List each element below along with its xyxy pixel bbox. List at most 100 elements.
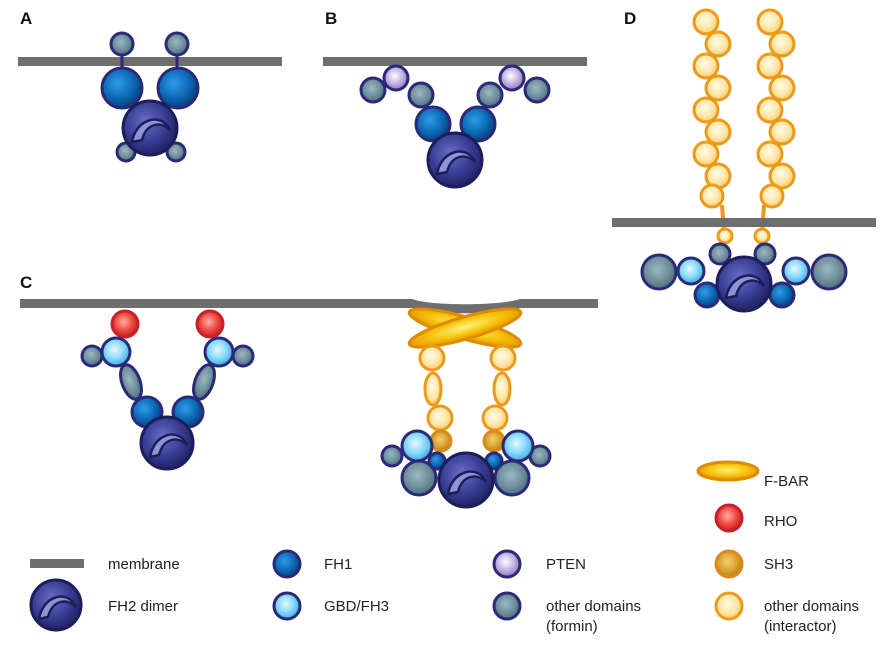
legend: F-BAR RHO membrane FH1 PTEN SH3 [29, 460, 859, 635]
panel-label-c: C [20, 273, 32, 292]
legend-label-fbar: F-BAR [764, 473, 809, 490]
gbd-fh3-domain [203, 336, 235, 368]
other-domain-interactor [492, 371, 512, 407]
fh2-dimer [715, 255, 773, 313]
interactor-chain-left [692, 8, 732, 209]
legend-label-other-interactor-line1: other domains [764, 598, 859, 615]
legend-label-other-formin-line2: (formin) [546, 618, 598, 635]
sh3-domain [482, 429, 506, 453]
legend-item-membrane: membrane [30, 556, 180, 573]
other-domain-formin [640, 253, 678, 291]
legend-item-fbar: F-BAR [696, 460, 809, 490]
other-domain-formin [165, 141, 187, 163]
fh1-domain [156, 66, 200, 110]
other-domain-formin [80, 344, 104, 368]
other-domain-formin [109, 31, 135, 57]
interactor-chain-right [756, 8, 796, 209]
legend-label-membrane: membrane [108, 556, 180, 573]
membrane-bar [18, 57, 282, 66]
pten-swatch [492, 549, 522, 579]
fh1-domain [100, 66, 144, 110]
gbd-fh3-swatch [272, 591, 302, 621]
legend-item-other-interactor: other domains (interactor) [714, 591, 859, 635]
other-domain-interactor [423, 371, 443, 407]
fh2-dimer [426, 131, 484, 189]
other-domain-formin [164, 31, 190, 57]
legend-item-sh3: SH3 [714, 549, 793, 579]
other-domain-formin [810, 253, 848, 291]
legend-label-pten: PTEN [546, 556, 586, 573]
membrane-bar [20, 299, 598, 314]
formin-left [80, 309, 255, 471]
legend-item-fh1: FH1 [272, 549, 352, 579]
gbd-fh3-domain [400, 429, 434, 463]
legend-item-pten: PTEN [492, 549, 586, 579]
legend-label-other-formin-line1: other domains [546, 598, 641, 615]
legend-item-rho: RHO [714, 503, 797, 533]
panel-b: B [323, 9, 587, 189]
rho-domain [110, 309, 140, 339]
other-domain-interactor [418, 344, 446, 372]
rho-domain [195, 309, 225, 339]
other-interactor-swatch [714, 591, 744, 621]
other-domain-interactor [489, 344, 517, 372]
other-domain-formin [231, 344, 255, 368]
other-domain-formin [359, 76, 387, 104]
other-domain-formin [753, 242, 777, 266]
panel-a: A [18, 9, 282, 163]
panel-label-b: B [325, 9, 337, 28]
sh3-swatch [714, 549, 744, 579]
other-domain-formin [380, 444, 404, 468]
other-domain-formin [476, 81, 504, 109]
other-domain-interactor [716, 227, 734, 245]
fbar-domain [407, 307, 523, 349]
other-domain-formin [523, 76, 551, 104]
other-domain-formin [192, 363, 216, 401]
other-domain-formin [400, 459, 438, 497]
legend-label-rho: RHO [764, 513, 797, 530]
legend-item-gbd-fh3: GBD/FH3 [272, 591, 389, 621]
membrane-bar [323, 57, 587, 66]
fh1-domain [414, 105, 452, 143]
legend-label-fh1: FH1 [324, 556, 352, 573]
fh1-domain [768, 281, 796, 309]
membrane-bar [612, 218, 876, 227]
rho-swatch [714, 503, 744, 533]
formin-right-with-fbar [380, 307, 552, 509]
legend-label-fh2-dimer: FH2 dimer [108, 598, 178, 615]
fh2-dimer-swatch [29, 578, 83, 632]
fh1-swatch [272, 549, 302, 579]
fh1-domain [693, 281, 721, 309]
fh2-dimer [139, 415, 195, 471]
panel-label-d: D [624, 9, 636, 28]
legend-item-fh2-dimer: FH2 dimer [29, 578, 178, 632]
membrane-swatch [30, 559, 84, 568]
panel-label-a: A [20, 9, 32, 28]
gbd-fh3-domain [676, 256, 706, 286]
legend-label-other-interactor-line2: (interactor) [764, 618, 837, 635]
gbd-fh3-domain [781, 256, 811, 286]
legend-item-other-formin: other domains (formin) [492, 591, 641, 635]
pten-domain [382, 64, 410, 92]
panel-d: D [612, 8, 876, 313]
legend-label-sh3: SH3 [764, 556, 793, 573]
fh2-dimer [437, 451, 495, 509]
other-domain-formin [708, 242, 732, 266]
fbar-swatch [696, 460, 760, 482]
other-domain-interactor [426, 404, 454, 432]
panel-c: C [20, 273, 598, 509]
other-domain-formin [119, 363, 143, 401]
fh1-domain [459, 105, 497, 143]
other-domain-formin [493, 459, 531, 497]
other-domain-formin [407, 81, 435, 109]
other-domain-interactor [753, 227, 771, 245]
other-formin-swatch [492, 591, 522, 621]
pten-domain [498, 64, 526, 92]
gbd-fh3-domain [100, 336, 132, 368]
sh3-domain [429, 429, 453, 453]
fh2-dimer [121, 99, 179, 157]
other-domain-interactor [481, 404, 509, 432]
gbd-fh3-domain [501, 429, 535, 463]
legend-label-gbd-fh3: GBD/FH3 [324, 598, 389, 615]
